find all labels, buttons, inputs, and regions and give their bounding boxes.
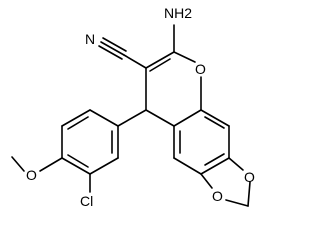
label-dioxole-o-bottom: O: [212, 188, 223, 204]
label-chloro: Cl: [80, 193, 93, 209]
benzo-ring: [173, 109, 230, 175]
bond-o-methyl: [11, 156, 25, 172]
bond-a5-a6: [89, 157, 119, 175]
nitrile-group: [98, 37, 147, 69]
bond-c4a-c8a: [173, 109, 202, 127]
label-methoxy-o: O: [26, 167, 37, 183]
bond-inner-2: [204, 153, 225, 166]
molecule-svg: NH2 N O O O O Cl: [11, 5, 255, 209]
bond-c6-o-bottom: [200, 173, 213, 189]
bond-cn-triple-2: [102, 37, 127, 52]
bond-c7-c6: [200, 157, 230, 175]
bond-c8a-c8: [200, 109, 230, 127]
bond-a4-a5: [61, 157, 91, 175]
structure-drawing: NH2 N O O O O Cl: [11, 5, 255, 209]
label-nh2: NH2: [164, 5, 192, 21]
bond-c7-o-top: [228, 157, 244, 171]
bond-a1-a2: [89, 109, 119, 127]
bond-o-top-ch2: [247, 181, 251, 207]
bond-inner-1: [204, 116, 225, 129]
bond-aryl-inner-2: [67, 154, 89, 168]
bond-c6-c5: [173, 157, 202, 175]
bond-aryl-o-methoxy: [39, 157, 63, 172]
label-dioxole-o-top: O: [244, 169, 255, 185]
bond-aryl-inner-1: [67, 116, 89, 130]
bond-c2-c3: [145, 51, 175, 69]
bond-c2-c3-double: [149, 58, 171, 72]
bond-o-bottom-ch2: [225, 199, 249, 207]
aryl-ring: [61, 109, 119, 175]
bond-c3-cn: [123, 54, 147, 69]
bond-c4-c4a: [145, 109, 175, 127]
bond-cn-triple-1: [100, 41, 125, 56]
bond-c4-aryl: [117, 109, 147, 127]
bond-a2-a3: [61, 109, 91, 127]
label-nitrile-n: N: [85, 31, 95, 47]
bond-cn-triple-3: [98, 45, 123, 60]
bond-o-c2: [173, 51, 196, 63]
pyran-ring: [145, 51, 202, 127]
label-ring-o: O: [195, 61, 206, 77]
dioxole-ring: [200, 157, 251, 207]
